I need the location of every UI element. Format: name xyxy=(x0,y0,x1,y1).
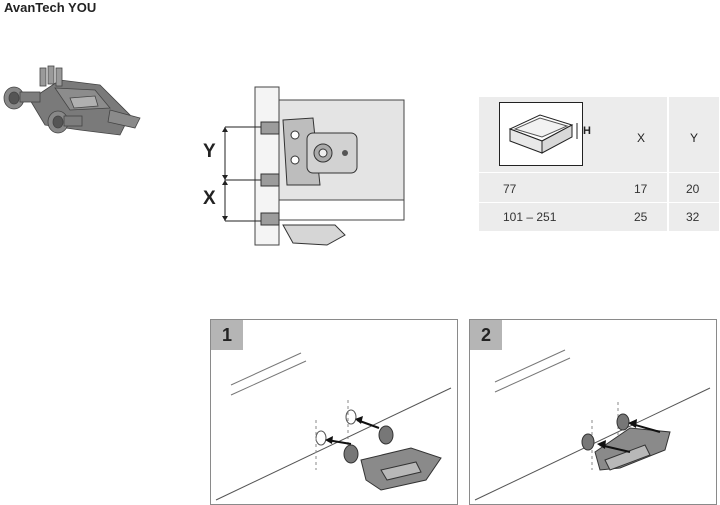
dimension-label-y: Y xyxy=(203,141,216,162)
dimension-label-x: X xyxy=(203,188,216,209)
column-header-x: X xyxy=(637,131,646,145)
cell-x: 25 xyxy=(634,210,648,224)
step-2-illustration xyxy=(474,349,711,501)
cell-height: 77 xyxy=(503,182,517,196)
step-1-panel: 1 xyxy=(210,319,458,505)
cell-x: 17 xyxy=(634,182,648,196)
cell-y: 20 xyxy=(686,182,700,196)
step-2-panel: 2 xyxy=(469,319,717,505)
drawer-height-label: H xyxy=(583,125,591,137)
step-number: 1 xyxy=(211,320,243,350)
cell-y: 32 xyxy=(686,210,700,224)
step-1-illustration xyxy=(215,352,452,501)
drawer-height-icon xyxy=(499,102,583,166)
product-image xyxy=(3,65,141,136)
column-header-y: Y xyxy=(690,131,699,145)
step-number: 2 xyxy=(470,320,502,350)
product-title: AvanTech YOU xyxy=(4,0,97,15)
dimension-diagram xyxy=(222,86,405,246)
cell-height: 101 – 251 xyxy=(503,210,557,224)
dimension-table: H X Y 77 17 20 101 – 251 25 32 xyxy=(479,97,719,231)
